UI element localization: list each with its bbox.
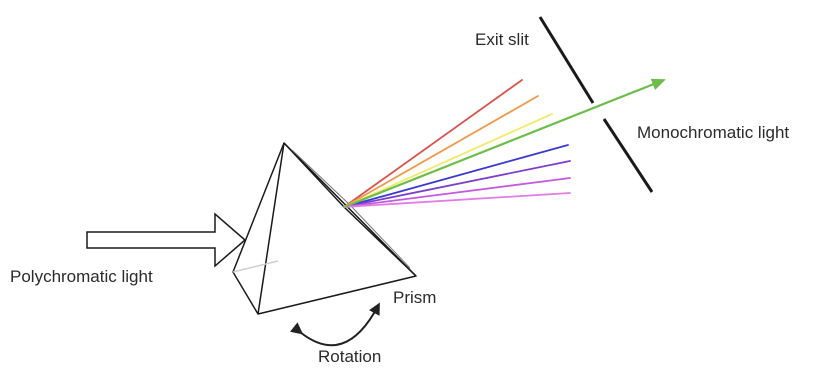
polychromatic-input-arrow [86,212,247,268]
prism-base-edge [232,260,279,273]
ray-blue [343,144,569,208]
exit-slit-label: Exit slit [475,30,529,49]
ray-magenta [343,192,571,208]
ray-violet [343,177,571,208]
monochromatic-ray [343,78,666,209]
ray-indigo [343,160,571,208]
prism-label: Prism [393,288,436,307]
ray-orange [343,95,539,208]
exit-slit-upper-jaw [538,16,595,104]
polychromatic-light-label: Polychromatic light [10,267,153,286]
prism-outline [232,142,417,315]
dispersed-rays [343,79,571,208]
rotation-label: Rotation [318,347,381,366]
prism-front-edge [257,142,285,315]
ray-red [343,79,523,208]
rotation-arrow [290,302,380,347]
prism [232,142,417,315]
ray-yellow [343,113,553,208]
prism-face-shading [291,149,411,269]
exit-slit-lower-jaw [602,118,654,193]
exit-slit [538,16,654,193]
monochromatic-light-label: Monochromatic light [637,123,789,142]
